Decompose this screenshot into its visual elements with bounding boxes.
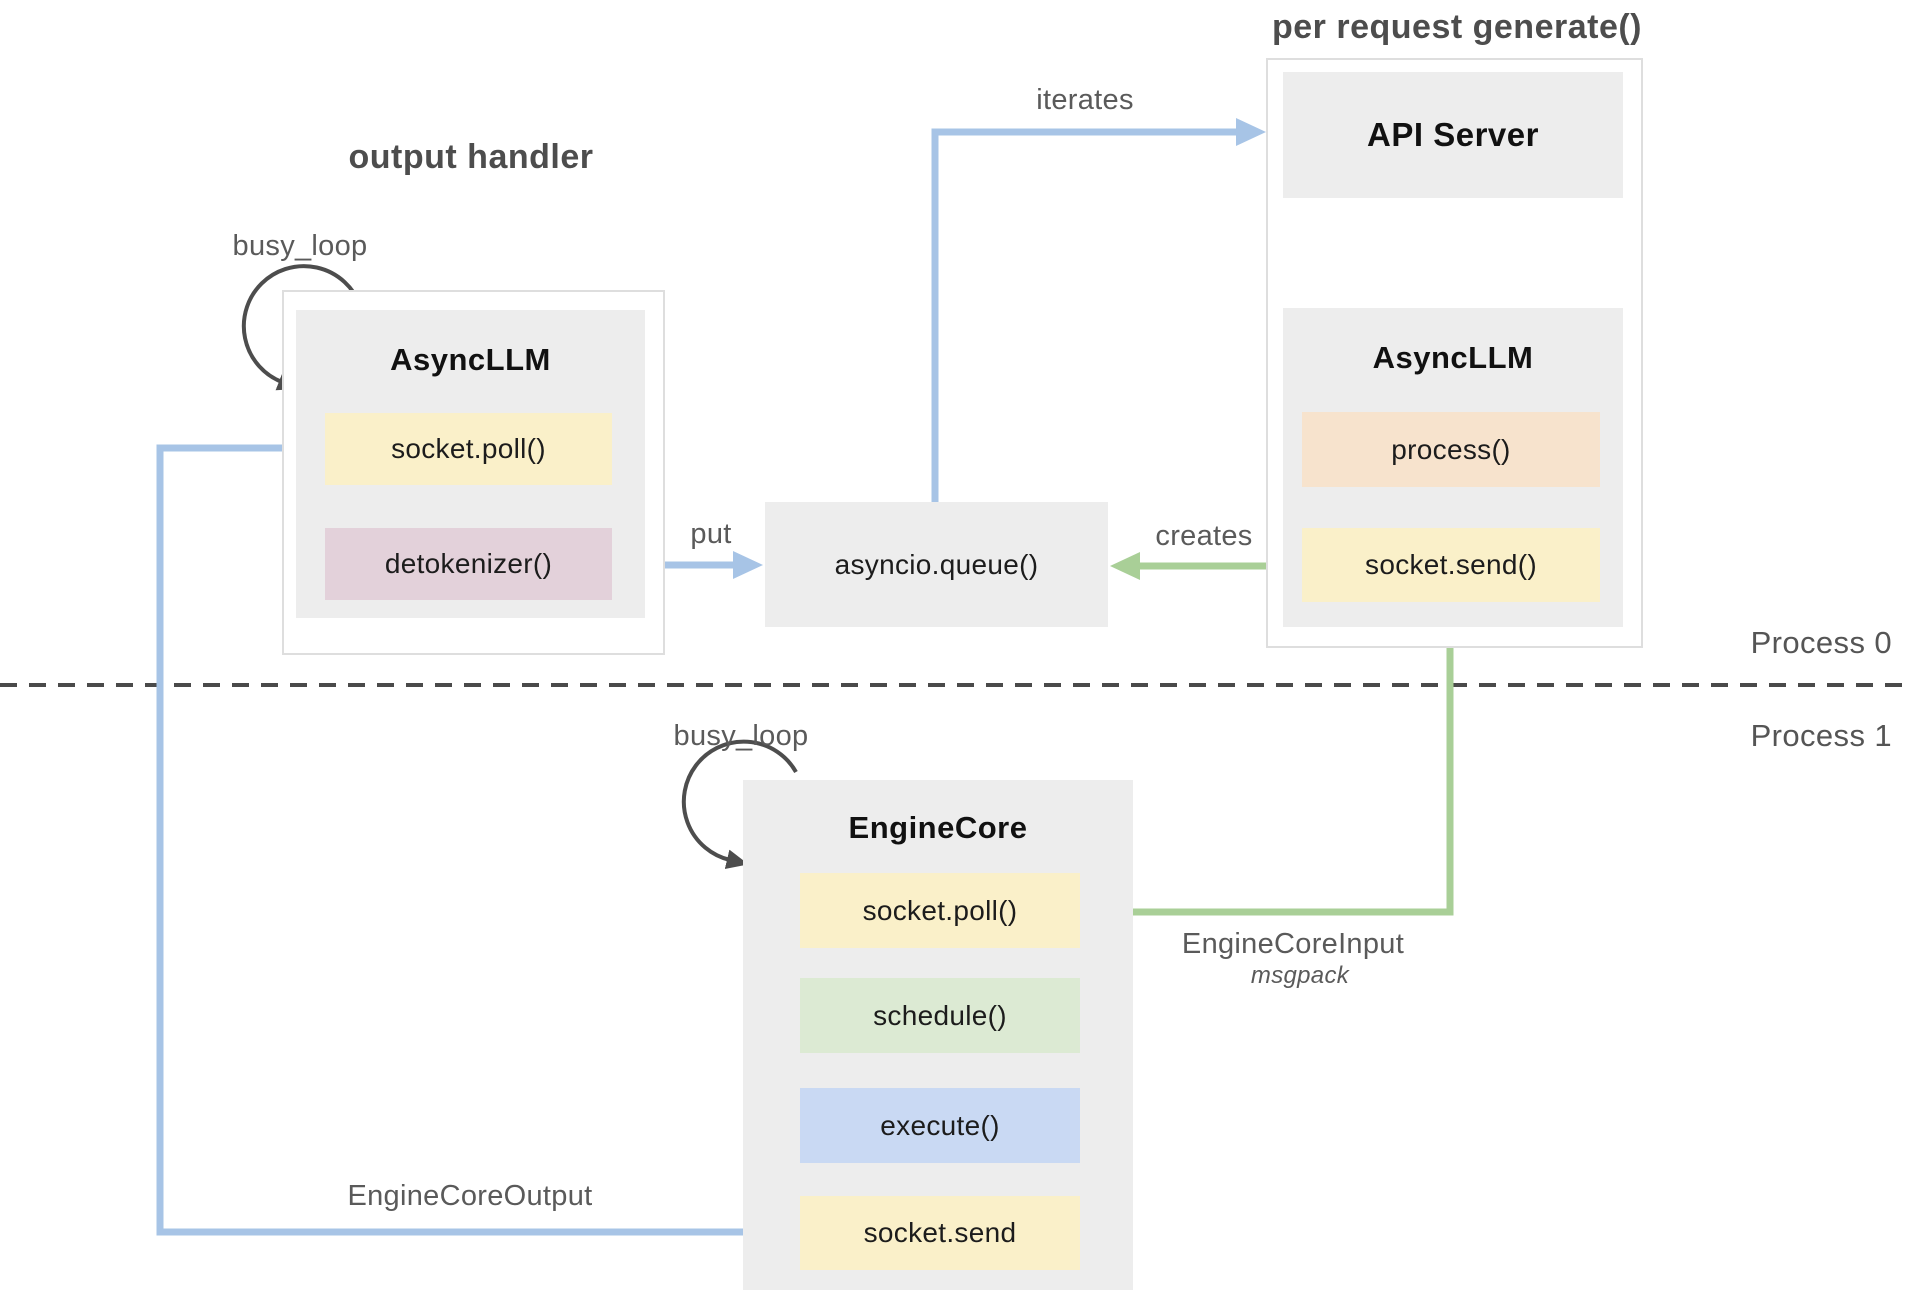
put-label: put [690, 518, 732, 550]
engine-core-output-label: EngineCoreOutput [347, 1180, 593, 1212]
asyncllm-right-title: AsyncLLM [1372, 340, 1534, 375]
iterates-arrow [931, 118, 1266, 502]
engine-core-socket-send-box: socket.send [800, 1196, 1080, 1270]
engine-core-schedule-box: schedule() [800, 978, 1080, 1053]
process-1-label: Process 1 [1750, 718, 1892, 753]
msgpack-label: msgpack [1250, 962, 1350, 989]
engine-core-title: EngineCore [848, 810, 1028, 845]
asyncio-queue-node: asyncio.queue() [765, 502, 1108, 627]
engine-core-socket-poll-box: socket.poll() [800, 873, 1080, 948]
engine-core-input-arrow [1082, 602, 1454, 926]
busy-loop-label-engine: busy_loop [673, 720, 809, 752]
api-server-title: API Server [1367, 116, 1539, 153]
busy-loop-arc-left [241, 264, 362, 391]
per-request-generate-title: per request generate() [1272, 8, 1642, 46]
asyncllm-right-process-box: process() [1302, 412, 1600, 487]
asyncllm-right-socket-send-box: socket.send() [1302, 528, 1600, 602]
iterates-label: iterates [1036, 84, 1134, 116]
busy-loop-label-left: busy_loop [232, 230, 368, 262]
process-0-label: Process 0 [1750, 625, 1892, 660]
engine-core-output-arrow [156, 434, 802, 1236]
busy-loop-arc-engine [681, 739, 798, 870]
output-handler-title: output handler [348, 138, 594, 176]
asyncllm-left-title: AsyncLLM [390, 342, 551, 377]
asyncllm-left-socket-poll-box: socket.poll() [325, 413, 612, 485]
api-server-node: API Server [1283, 72, 1623, 198]
engine-core-execute-box: execute() [800, 1088, 1080, 1163]
engine-core-input-label: EngineCoreInput [1181, 928, 1405, 960]
asyncllm-left-detokenizer-box: detokenizer() [325, 528, 612, 600]
creates-label: creates [1155, 520, 1253, 552]
